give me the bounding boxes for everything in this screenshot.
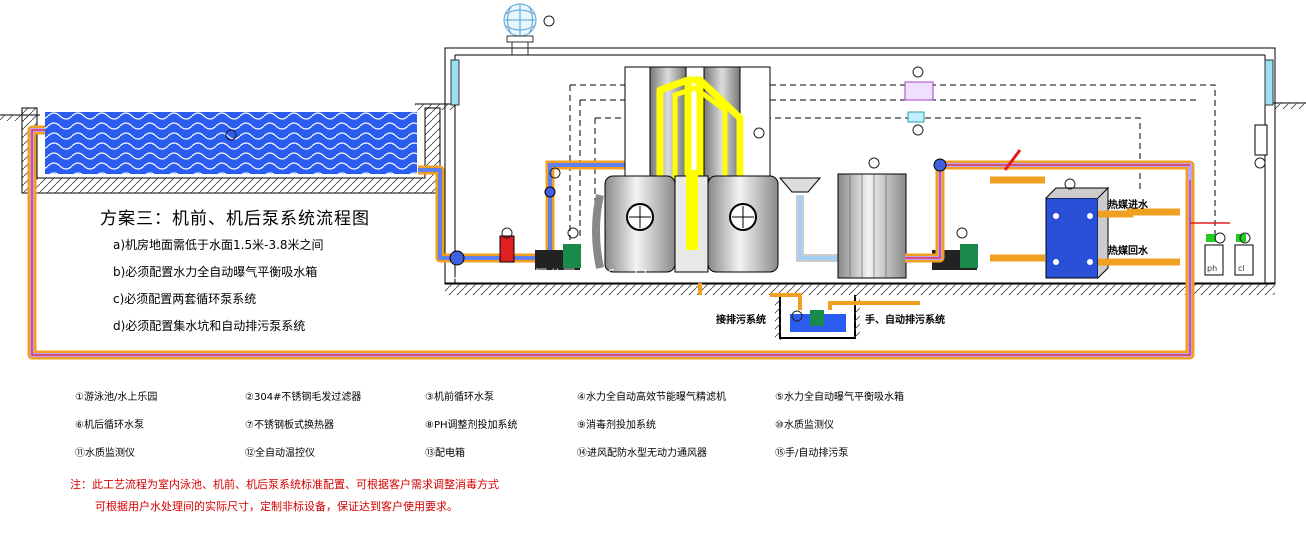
heat-exchanger <box>1045 178 1180 279</box>
legend-item-13: ⑬配电箱 <box>425 448 465 459</box>
note-line-1: 注：此工艺流程为室内泳池、机前、机后泵系统标准配置、可根据客户需求调整消毒方式 <box>70 478 499 491</box>
pool <box>21 107 441 194</box>
sump-pit <box>698 283 920 340</box>
legend-item-2: ②304#不锈钢毛发过滤器 <box>245 392 362 403</box>
legend-item-14: ⑭进风配防水型无动力通风器 <box>577 448 707 459</box>
legend-item-1: ①游泳池/水上乐园 <box>75 392 158 403</box>
equipment-room <box>444 47 1276 285</box>
legend-item-10: ⑩水质监测仪 <box>775 420 834 431</box>
filter-columns <box>624 66 771 180</box>
legend-item-8: ⑧PH调整剂投加系统 <box>425 420 518 431</box>
label-drain-right: 手、自动排污系统 <box>865 315 945 326</box>
filter-tanks <box>592 170 779 273</box>
legend-item-5: ⑤水力全自动曝气平衡吸水箱 <box>775 392 904 403</box>
requirement-b: b)必须配置水力全自动曝气平衡吸水箱 <box>113 265 318 279</box>
requirement-c: c)必须配置两套循环泵系统 <box>113 292 257 306</box>
label-heat-out: 热媒回水 <box>1108 246 1148 257</box>
page-title: 方案三：机前、机后泵系统流程图 <box>100 209 370 229</box>
watermark: ...水处理...有限公司...0-6...11 <box>448 268 651 283</box>
suction-pipe <box>418 165 548 266</box>
legend-item-3: ③机前循环水泵 <box>425 392 494 403</box>
note-line-2: 可根据用户水处理间的实际尺寸，定制非标设备，保证达到客户使用要求。 <box>95 500 458 513</box>
feed-pipe <box>544 160 625 255</box>
legend-item-15: ⑮手/自动排污泵 <box>775 448 849 459</box>
label-heat-in: 热媒进水 <box>1108 200 1148 211</box>
legend-item-6: ⑥机后循环水泵 <box>75 420 144 431</box>
outlet-pipe <box>905 149 1195 263</box>
requirement-a: a)机房地面需低于水面1.5米-3.8米之间 <box>113 238 324 252</box>
legend-item-12: ⑫全自动温控仪 <box>245 448 315 459</box>
legend-item-9: ⑨消毒剂投加系统 <box>577 420 656 431</box>
label-drain-left: 接排污系统 <box>716 315 766 326</box>
label-cl: cl <box>1238 264 1245 273</box>
legend-item-7: ⑦不锈钢板式换热器 <box>245 420 334 431</box>
callout-markers <box>549 167 561 179</box>
requirement-d: d)必须配置集水坑和自动排污泵系统 <box>113 319 306 333</box>
large-tank <box>837 157 907 279</box>
balance-tank <box>778 177 840 262</box>
dosing <box>1190 222 1254 276</box>
legend-item-4: ④水力全自动高效节能曝气精滤机 <box>577 392 726 403</box>
return-pipe <box>27 125 1195 360</box>
ground <box>0 102 1306 295</box>
label-ph: ph <box>1207 264 1218 273</box>
monitors <box>904 66 1268 169</box>
ventilator <box>503 3 555 55</box>
legend-item-11: ⑪水质监测仪 <box>75 448 135 459</box>
